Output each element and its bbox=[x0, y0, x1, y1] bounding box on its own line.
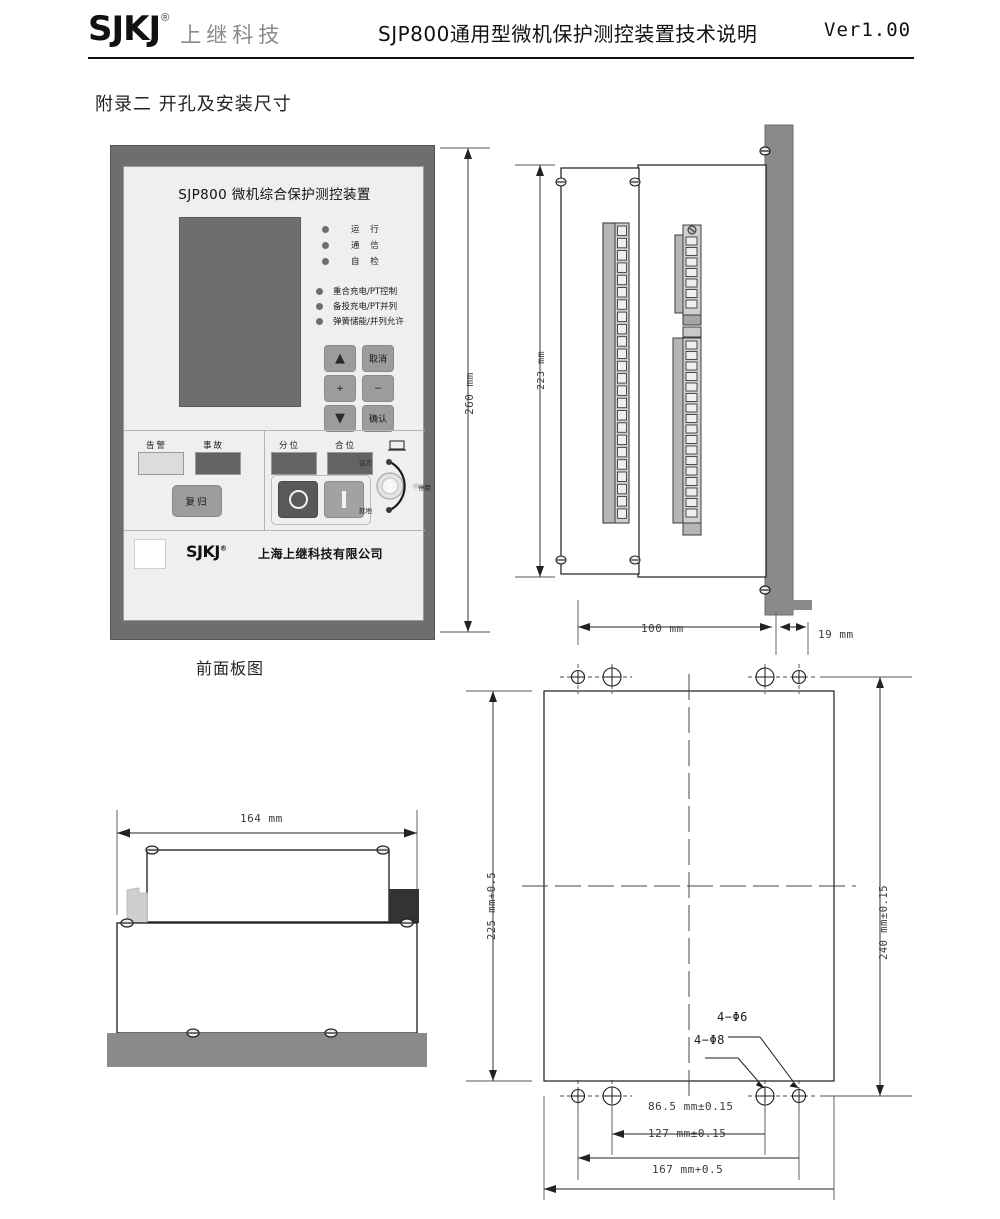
led-reclose-charge-label: 重合充电/PT控制 bbox=[333, 287, 398, 297]
indicator-closed-lamp bbox=[327, 452, 373, 475]
led-selftest: 自 检 bbox=[322, 255, 383, 267]
key-confirm[interactable]: 确认 bbox=[362, 405, 394, 432]
dimension-260mm-graphic bbox=[440, 147, 490, 633]
front-panel-face: SJP800 微机综合保护测控装置 运 行 通 信 自 检 重合充电/PT控制 … bbox=[123, 166, 431, 621]
led-spring-energy-label: 弹簧储能/并列允许 bbox=[333, 317, 404, 327]
panel-divider-horizontal-bottom bbox=[124, 530, 425, 531]
panel-brand-wordmark: SJKJ® bbox=[186, 542, 227, 561]
hole-note-phi6-label: 4−Φ6 bbox=[717, 1010, 748, 1024]
dimension-167mm-label: 167 mm+0.5 bbox=[652, 1163, 724, 1176]
led-spring-energy: 弹簧储能/并列允许 bbox=[316, 315, 404, 327]
dimension-164mm-label: 164 mm bbox=[240, 812, 283, 825]
registered-mark-icon: ® bbox=[219, 544, 227, 553]
dimension-225mm-label: 225 mm+0.5 bbox=[486, 871, 498, 940]
front-panel-drawing: SJP800 微机综合保护测控装置 运 行 通 信 自 检 重合充电/PT控制 … bbox=[110, 145, 435, 640]
key-cancel[interactable]: 取消 bbox=[362, 345, 394, 372]
led-indicator-icon bbox=[322, 257, 329, 265]
device-title-label: SJP800 微机综合保护测控装置 bbox=[178, 187, 371, 203]
breaker-control-group bbox=[271, 475, 371, 525]
rotary-pos-local-dot bbox=[386, 507, 392, 513]
dimension-260mm-label: 260 mm bbox=[463, 372, 476, 415]
rotary-pos-disabled-dot bbox=[413, 483, 419, 489]
page-header: SJKJ ® 上继科技 SJP800通用型微机保护测控装置技术说明 Ver1.0… bbox=[0, 0, 1000, 62]
dimension-223mm-label: 223 mm bbox=[536, 350, 547, 390]
led-comm: 通 信 bbox=[322, 239, 383, 251]
led-indicator-icon bbox=[316, 317, 323, 325]
top-view-drawing bbox=[107, 810, 427, 1067]
header-divider bbox=[88, 57, 914, 59]
led-reclose-charge: 重合充电/PT控制 bbox=[316, 285, 397, 297]
panel-logo-placeholder bbox=[134, 539, 166, 569]
led-backup-charge: 备投充电/PT并列 bbox=[316, 300, 397, 312]
document-version: Ver1.00 bbox=[824, 19, 912, 41]
company-logo: SJKJ ® 上继科技 bbox=[88, 12, 284, 49]
key-down[interactable]: ▼ bbox=[324, 405, 356, 432]
dimension-19mm-label: 19 mm bbox=[818, 628, 854, 641]
panel-company-name: 上海上继科技有限公司 bbox=[258, 547, 384, 561]
registered-mark-icon: ® bbox=[161, 12, 170, 24]
circle-icon bbox=[288, 490, 308, 509]
logo-chinese-name: 上继科技 bbox=[180, 23, 285, 47]
key-up[interactable]: ▲ bbox=[324, 345, 356, 372]
panel-divider-vertical bbox=[264, 430, 265, 530]
led-indicator-icon bbox=[316, 287, 323, 295]
indicator-alarm-lamp bbox=[138, 452, 184, 475]
breaker-close-button[interactable] bbox=[324, 481, 364, 518]
hole-note-phi8-label: 4−Φ8 bbox=[694, 1033, 725, 1047]
key-minus[interactable]: − bbox=[362, 375, 394, 402]
front-panel-caption: 前面板图 bbox=[196, 659, 265, 678]
panel-divider-horizontal-top bbox=[124, 430, 425, 431]
dimension-86-5mm-label: 86.5 mm±0.15 bbox=[648, 1100, 734, 1113]
led-run-label: 运 行 bbox=[351, 225, 383, 235]
led-indicator-icon bbox=[322, 225, 329, 233]
key-plus[interactable]: + bbox=[324, 375, 356, 402]
dimension-127mm-label: 127 mm±0.15 bbox=[648, 1127, 727, 1140]
led-run: 运 行 bbox=[322, 223, 383, 235]
reset-button[interactable]: 复归 bbox=[172, 485, 222, 517]
bar-icon bbox=[342, 491, 346, 508]
indicator-alarm-label: 告警 bbox=[146, 441, 168, 451]
side-view-drawing bbox=[515, 124, 794, 616]
led-backup-charge-label: 备投充电/PT并列 bbox=[333, 302, 398, 312]
document-title: SJP800通用型微机保护测控装置技术说明 bbox=[378, 22, 758, 46]
breaker-open-button[interactable] bbox=[278, 481, 318, 518]
appendix-heading: 附录二 开孔及安装尺寸 bbox=[95, 94, 292, 115]
rotary-pos-remote-dot bbox=[386, 459, 392, 465]
led-selftest-label: 自 检 bbox=[351, 257, 383, 267]
panel-brand-text: SJKJ bbox=[186, 542, 220, 561]
rotary-label-disabled: 停用 bbox=[418, 484, 431, 492]
dimension-240mm-label: 240 mm±0.15 bbox=[878, 884, 890, 960]
led-indicator-icon bbox=[316, 302, 323, 310]
rotary-label-local: 就地 bbox=[359, 507, 372, 515]
dimension-100mm-label: 100 mm bbox=[641, 622, 684, 635]
indicator-fault-label: 事故 bbox=[203, 441, 225, 451]
mode-selector-switch[interactable]: 远方 就地 停用 bbox=[359, 440, 431, 525]
led-indicator-icon bbox=[322, 241, 329, 249]
lcd-display bbox=[179, 217, 301, 407]
indicator-open-label: 分位 bbox=[279, 441, 301, 451]
led-comm-label: 通 信 bbox=[351, 241, 383, 251]
indicator-fault-lamp bbox=[195, 452, 241, 475]
rotary-label-remote: 远方 bbox=[359, 459, 372, 467]
indicator-open-lamp bbox=[271, 452, 317, 475]
indicator-closed-label: 合位 bbox=[335, 441, 357, 451]
mounting-cutout-drawing bbox=[466, 664, 912, 1200]
logo-wordmark: SJKJ bbox=[88, 9, 161, 49]
depth-dimensions-graphic bbox=[577, 600, 812, 655]
